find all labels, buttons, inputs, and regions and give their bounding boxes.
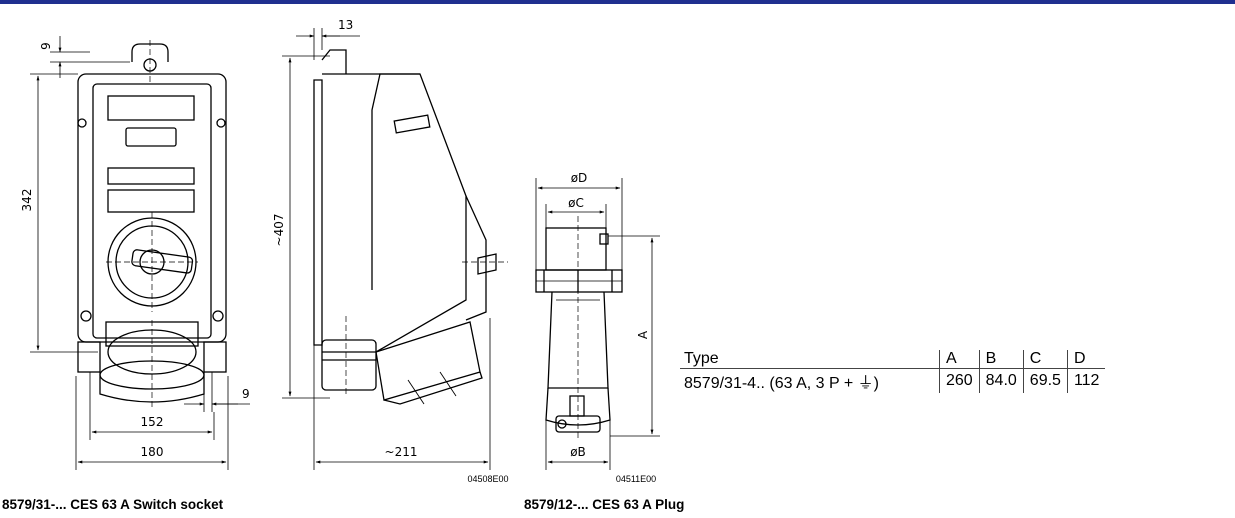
spec-cell-type: 8579/31-4.. (63 A, 3 P + ⏚) bbox=[684, 375, 879, 392]
spec-header-a: A bbox=[938, 350, 980, 369]
dim-socket-wall-offset: 13 bbox=[338, 18, 353, 32]
spec-table-header-row: Type A B C D bbox=[680, 350, 1106, 369]
spec-header-type: Type bbox=[680, 350, 940, 369]
dim-socket-depth: ~211 bbox=[385, 445, 418, 459]
spec-table-row: 8579/31-4.. (63 A, 3 P + ⏚) 260 84.0 69.… bbox=[680, 368, 1106, 393]
spec-cell-d: 112 bbox=[1066, 368, 1106, 393]
plug-view bbox=[535, 178, 660, 470]
dim-plug-a: A bbox=[636, 330, 650, 339]
socket-side-view bbox=[282, 28, 508, 470]
spec-header-d: D bbox=[1066, 350, 1106, 369]
dim-plug-b: øB bbox=[570, 445, 586, 459]
dim-socket-side-offset: 9 bbox=[242, 387, 250, 401]
plug-caption: 8579/12-... CES 63 A Plug bbox=[524, 497, 685, 512]
dim-socket-inner-width: 152 bbox=[141, 415, 164, 429]
dim-socket-outer-width: 180 bbox=[141, 445, 164, 459]
dim-plug-c: øC bbox=[568, 196, 584, 210]
spec-cell-a: 260 bbox=[938, 368, 980, 393]
spec-header-c: C bbox=[1022, 350, 1068, 369]
dim-socket-top-offset: 9 bbox=[39, 42, 53, 50]
spec-cell-c: 69.5 bbox=[1022, 368, 1068, 393]
dim-plug-d: øD bbox=[571, 171, 588, 185]
spec-table: Type A B C D 8579/31-4.. (63 A, 3 P + ⏚)… bbox=[680, 350, 1106, 393]
plug-drawing-code: 04511E00 bbox=[616, 474, 656, 484]
dim-socket-height: 342 bbox=[20, 189, 34, 212]
top-accent-bar bbox=[0, 0, 1235, 4]
socket-drawing-code: 04508E00 bbox=[467, 474, 508, 484]
socket-front-view bbox=[30, 36, 250, 470]
spec-header-b: B bbox=[978, 350, 1024, 369]
dim-socket-total-height: ~407 bbox=[272, 214, 286, 247]
switch-socket-caption: 8579/31-... CES 63 A Switch socket bbox=[2, 497, 224, 512]
spec-cell-b: 84.0 bbox=[978, 368, 1024, 393]
